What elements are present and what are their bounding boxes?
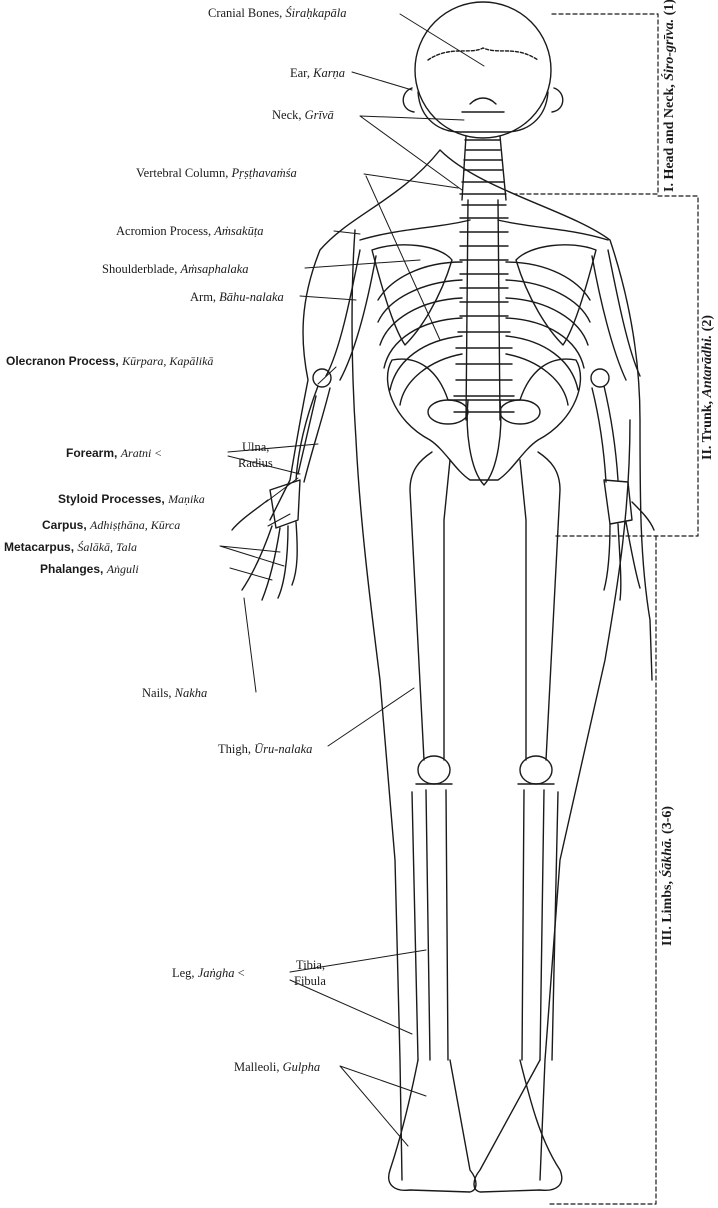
label-fibula: Fibula xyxy=(294,974,326,988)
hand-right xyxy=(604,480,654,600)
patella-right xyxy=(520,756,552,784)
scapula-left xyxy=(372,245,452,345)
label-vertebral-column: Vertebral Column, Pṛṣṭhavaṁśa xyxy=(136,166,297,180)
label-carpus: Carpus, Adhiṣṭhāna, Kūrca xyxy=(42,518,180,532)
label-radius: Radius xyxy=(238,456,273,470)
forearm-left xyxy=(296,386,330,482)
label-styloid: Styloid Processes, Maṇika xyxy=(58,492,205,506)
label-shoulderblade: Shoulderblade, Aṁsaphalaka xyxy=(102,262,249,276)
label-cranial-bones: Cranial Bones, Śiraḥkapāla xyxy=(208,6,347,20)
patella-left xyxy=(418,756,450,784)
body-outline xyxy=(270,150,652,1180)
label-ulna: Ulna, xyxy=(242,440,269,454)
humerus-left xyxy=(326,250,376,380)
vertebral-column xyxy=(454,136,514,420)
label-metacarpus: Metacarpus, Śalākā, Tala xyxy=(4,540,137,554)
label-neck: Neck, Grīvā xyxy=(272,108,334,122)
fibula-right xyxy=(552,792,558,1060)
skull xyxy=(415,2,551,138)
pelvis xyxy=(388,359,581,480)
region-trunk: II. Trunk, Antarādhi. (2) xyxy=(700,315,716,460)
foot-right xyxy=(474,1060,562,1192)
label-ear: Ear, Karṇa xyxy=(290,66,345,80)
region-limbs: III. Limbs, Śākhā. (3-6) xyxy=(660,806,676,946)
label-malleoli: Malleoli, Gulpha xyxy=(234,1060,320,1074)
scapula-right xyxy=(516,245,596,345)
label-nails: Nails, Nakha xyxy=(142,686,207,700)
label-arm: Arm, Bāhu-nalaka xyxy=(190,290,284,304)
region-boxes xyxy=(514,14,698,1204)
ribs xyxy=(378,262,590,405)
label-tibia: Tibia, xyxy=(296,958,325,972)
fibula-left xyxy=(412,792,418,1060)
tibia-left xyxy=(426,790,448,1060)
region-head-neck: I. Head and Neck, Śiro-grīva. (1) xyxy=(662,0,678,192)
forearm-right xyxy=(592,386,618,482)
tibia-right xyxy=(522,790,544,1060)
humerus-right xyxy=(592,250,640,380)
label-phalanges: Phalanges, Aṅguli xyxy=(40,562,139,576)
hand-left xyxy=(232,480,300,600)
label-olecranon: Olecranon Process, Kūrpara, Kapālikā xyxy=(6,354,213,368)
femur-left xyxy=(410,452,450,760)
label-leg: Leg, Jaṅgha < xyxy=(172,966,245,980)
label-acromion: Acromion Process, Aṁsakūṭa xyxy=(116,224,264,238)
label-thigh: Thigh, Ūru-nalaka xyxy=(218,742,312,756)
femur-right xyxy=(520,452,560,760)
label-forearm: Forearm, Aratni < xyxy=(66,446,162,460)
clavicle xyxy=(360,220,608,240)
